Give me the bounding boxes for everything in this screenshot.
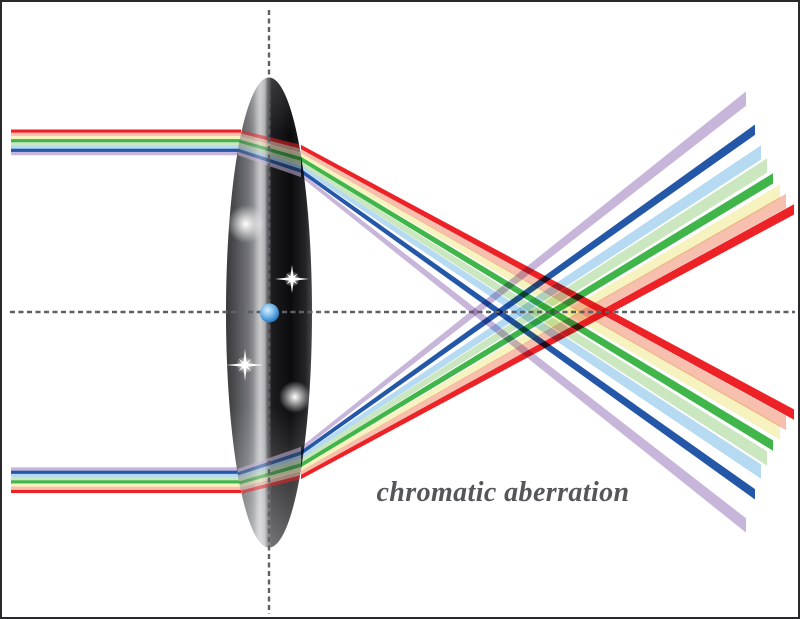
incoming-bottom-band-blue <box>11 470 241 474</box>
fan-bottom-band-lavender <box>301 91 746 452</box>
inlens-bottom-band-light-blue <box>238 454 301 479</box>
fan-bottom-band-light-blue <box>301 145 761 460</box>
incoming-top-band-green <box>11 139 241 143</box>
inlens-top-band-pale-green <box>238 142 301 166</box>
refracted-beams <box>301 91 794 533</box>
fan-bottom-band-pale-green <box>301 158 767 464</box>
fan-bottom-band-red <box>301 204 794 480</box>
inlens-bottom-band-lavender <box>238 446 301 473</box>
lens-glow-2 <box>279 381 311 413</box>
fan-top-band-red <box>301 144 794 420</box>
incoming-top-band-light-blue <box>11 145 241 149</box>
inlens-top-band-salmon <box>238 132 301 154</box>
incoming-bottom-band-salmon <box>11 486 241 490</box>
inlens-top-band-blue <box>238 148 301 174</box>
fan-top-band-light-blue <box>301 164 761 479</box>
incoming-top-band-salmon <box>11 132 241 137</box>
incoming-bottom-band-green <box>11 480 241 484</box>
fan-top-band-blue <box>301 168 755 500</box>
incoming-top-band-pale-yellow <box>11 135 241 140</box>
incoming-top-band-red <box>11 129 241 133</box>
incoming-bottom-band-pale-yellow <box>11 483 241 487</box>
focal-sphere <box>260 303 279 323</box>
incoming-bottom-band-light-blue <box>11 473 241 478</box>
lens-glow-1 <box>227 205 265 243</box>
incoming-bottom-band-pale-green <box>11 476 241 481</box>
axes <box>10 10 795 614</box>
lens-sparkles <box>226 205 311 413</box>
incoming-bottom-band-red <box>11 489 241 494</box>
sparkle-star-1 <box>275 265 309 293</box>
sparkle-star-2 <box>226 349 264 381</box>
incoming-bottom-band-lavender <box>11 467 241 471</box>
inlens-bottom-band-red <box>238 474 301 495</box>
incoming-top-band-lavender <box>11 151 241 156</box>
caption: chromatic aberration <box>376 477 630 508</box>
fan-top-band-lavender <box>301 172 746 533</box>
fan-bottom-band-blue <box>301 124 755 456</box>
incoming-top-band-blue <box>11 148 241 153</box>
incoming-beams <box>11 129 241 494</box>
incoming-top-band-pale-green <box>11 142 241 146</box>
